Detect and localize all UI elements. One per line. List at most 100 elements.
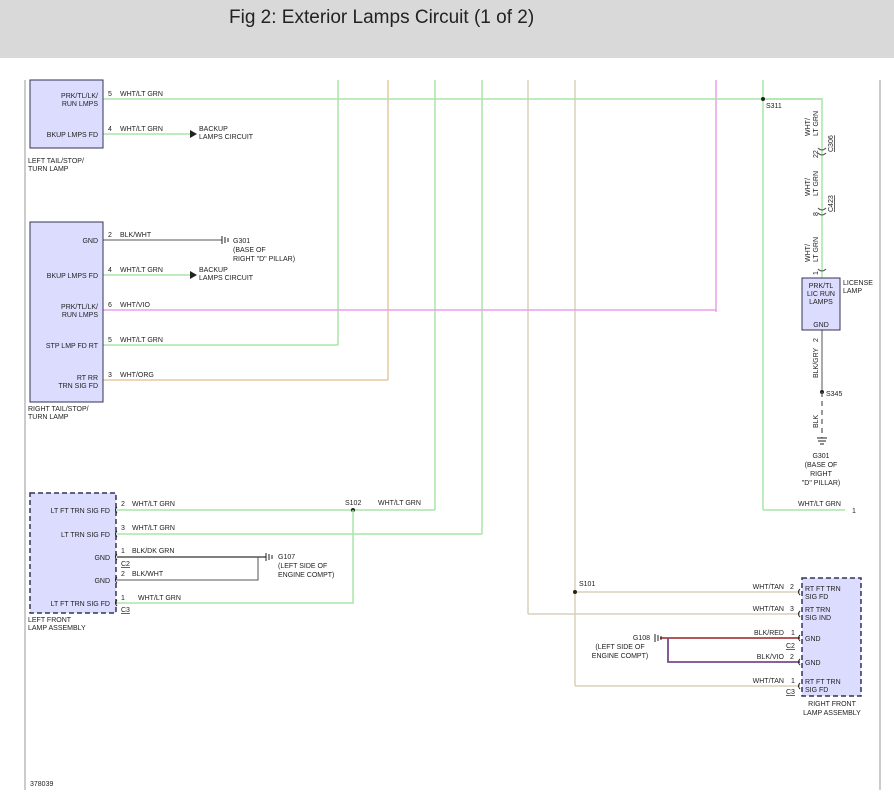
wire-label: WHT/TAN xyxy=(753,606,784,613)
license-lamp-box xyxy=(801,277,841,331)
pin-number: 2 xyxy=(790,654,794,661)
left-front-pin-label: LT TRN SIG FD xyxy=(61,532,110,539)
arrow-icon xyxy=(190,130,197,138)
wire-blk-wht xyxy=(117,557,259,581)
page-title: Fig 2: Exterior Lamps Circuit (1 of 2) xyxy=(229,7,535,28)
pin-number: 3 xyxy=(108,372,112,379)
component-name: RIGHT TAIL/STOP/TURN LAMP xyxy=(28,406,89,421)
left-front-lamp-box xyxy=(29,492,117,614)
arrow-icon xyxy=(190,271,197,279)
license-lamp-gnd-label: GND xyxy=(813,322,829,329)
ground-icon xyxy=(221,236,229,244)
splice-dot-icon xyxy=(573,590,577,594)
wire-label: WHT/LT GRN xyxy=(378,500,421,507)
wire-label: WHT/LT GRN xyxy=(805,111,820,136)
wire-label: WHT/LT GRN xyxy=(120,91,163,98)
splice-dot-icon xyxy=(761,97,765,101)
wire-label: WHT/VIO xyxy=(120,302,150,309)
left-front-pin-label: LT FT TRN SIG FD xyxy=(51,508,110,515)
wire-label: WHT/LT GRN xyxy=(798,501,841,508)
pin-number: 2 xyxy=(121,571,125,578)
figure-number: 378039 xyxy=(30,781,53,788)
right-tail-pin-label: BKUP LMPS FD xyxy=(47,273,98,280)
wire-label: WHT/LT GRN xyxy=(805,171,820,196)
pin-number: 2 xyxy=(790,584,794,591)
pin-number: 5 xyxy=(108,91,112,98)
right-front-pin-label: GND xyxy=(805,660,821,667)
pin-number: 1 xyxy=(121,595,125,602)
pin-number: 3 xyxy=(790,606,794,613)
component-name: LEFT TAIL/STOP/TURN LAMP xyxy=(28,158,84,173)
wire-label: BLK/GRY xyxy=(813,347,820,378)
pin-number: 1 xyxy=(791,678,795,685)
pin-number: 5 xyxy=(108,337,112,344)
ground-icon xyxy=(817,437,827,445)
left-tail-pin-label: PRK/TL/LK/RUN LMPS xyxy=(61,93,98,108)
left-front-pin-label: GND xyxy=(94,578,110,585)
pin-number: 1 xyxy=(813,271,820,275)
wire-label: WHT/LT GRN xyxy=(120,126,163,133)
connector-label: C306 xyxy=(828,135,835,152)
wire-label: WHT/LT GRN xyxy=(132,501,175,508)
splice-label: S311 xyxy=(766,103,782,110)
pin-marks-right-front xyxy=(798,588,801,690)
connector-label: C3 xyxy=(121,607,130,614)
pin-number: 8 xyxy=(813,212,820,216)
left-tail-pin-label: BKUP LMPS FD xyxy=(47,132,98,139)
connector-label: C423 xyxy=(828,195,835,212)
pin-number: 4 xyxy=(108,267,112,274)
wire-label: WHT/LT GRN xyxy=(132,525,175,532)
wire-label: BLK/VIO xyxy=(757,654,785,661)
pin-number: 6 xyxy=(108,302,112,309)
wire-label: BLK/RED xyxy=(754,630,784,637)
wire-label: BLK/WHT xyxy=(132,571,164,578)
pin-number: 1 xyxy=(121,548,125,555)
connector-label: C2 xyxy=(121,561,130,568)
wire-lt-grn xyxy=(763,98,823,278)
pin-number: 2 xyxy=(813,338,820,342)
pin-number: 1 xyxy=(791,630,795,637)
wire-label: WHT/LT GRN xyxy=(138,595,181,602)
wire-label: WHT/LT GRN xyxy=(805,237,820,262)
right-tail-pin-label: GND xyxy=(82,238,98,245)
connector-label: C3 xyxy=(786,689,795,696)
header-bar: Fig 2: Exterior Lamps Circuit (1 of 2) xyxy=(0,0,894,58)
wire-label: WHT/TAN xyxy=(753,678,784,685)
right-tail-pin-label: PRK/TL/LK/RUN LMPS xyxy=(61,304,98,319)
splice-label: S101 xyxy=(579,581,595,588)
right-front-pin-label: GND xyxy=(805,636,821,643)
wire-lt-grn xyxy=(117,510,354,604)
splice-label: S102 xyxy=(345,500,361,507)
left-front-pin-label: LT FT TRN SIG FD xyxy=(51,601,110,608)
ground-label: G108 xyxy=(633,635,650,642)
connector-icon xyxy=(817,147,827,156)
ground-icon xyxy=(654,634,662,642)
connector-icon xyxy=(817,207,827,216)
right-front-lamp-box xyxy=(801,577,862,697)
pin-marks-left-front xyxy=(115,506,118,607)
connector-label: C2 xyxy=(786,643,795,650)
pin-number: 2 xyxy=(108,232,112,239)
left-front-pin-label: GND xyxy=(94,555,110,562)
pin-number: 1 xyxy=(852,508,856,515)
pin-number: 4 xyxy=(108,126,112,133)
wire-label: WHT/TAN xyxy=(753,584,784,591)
right-tail-lamp-box xyxy=(29,221,104,403)
wire-label: WHT/ORG xyxy=(120,372,154,379)
right-tail-pin-label: STP LMP FD RT xyxy=(46,343,99,350)
wire-label: WHT/LT GRN xyxy=(120,267,163,274)
wire-label: WHT/LT GRN xyxy=(120,337,163,344)
ground-icon xyxy=(265,553,273,561)
